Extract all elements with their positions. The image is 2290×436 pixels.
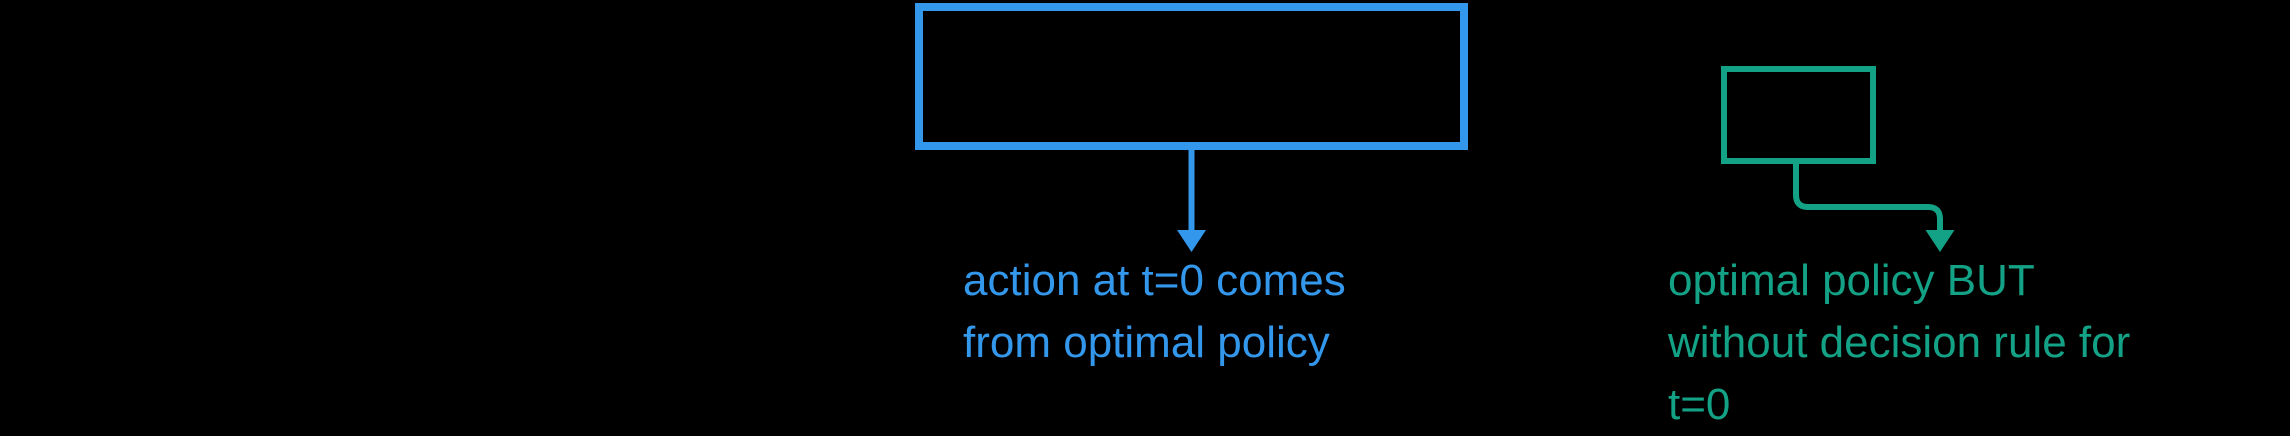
green-caption: optimal policy BUT without decision rule… bbox=[1668, 250, 2130, 436]
green-outline-box bbox=[1721, 66, 1876, 164]
blue-caption: action at t=0 comes from optimal policy bbox=[963, 250, 1346, 374]
blue-down-arrow-head bbox=[1177, 230, 1206, 252]
blue-outline-box bbox=[915, 3, 1468, 150]
green-caption-line-1: optimal policy BUT bbox=[1668, 256, 2035, 305]
green-elbow-arrow-line bbox=[1793, 164, 1943, 232]
blue-caption-line-2: from optimal policy bbox=[963, 318, 1330, 367]
blue-caption-line-1: action at t=0 comes bbox=[963, 256, 1346, 305]
green-caption-line-3: t=0 bbox=[1668, 380, 1731, 429]
green-elbow-arrow-head bbox=[1925, 230, 1955, 252]
green-caption-line-2: without decision rule for bbox=[1668, 318, 2131, 367]
